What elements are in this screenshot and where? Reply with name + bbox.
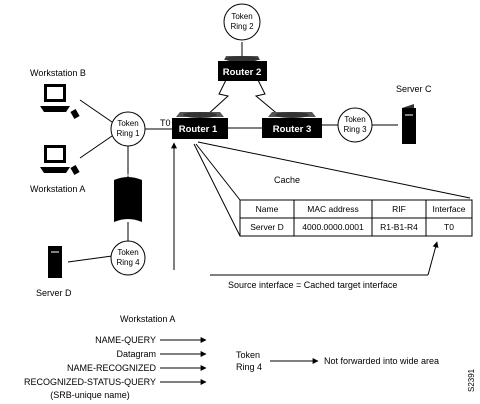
link-wsa-ring1 <box>79 135 113 159</box>
server-c: Server C <box>396 84 432 144</box>
ring-3-line2: Ring 3 <box>343 125 367 134</box>
workstation-b: Workstation B <box>30 68 86 119</box>
cache-header-mac: MAC address <box>307 204 359 214</box>
legend: Workstation A NAME-QUERY Datagram NAME-R… <box>24 314 439 400</box>
router-2-body <box>218 61 267 81</box>
ring-4-line2: Ring 4 <box>116 258 140 267</box>
ring-1-circle <box>110 111 146 147</box>
cache-cell-name: Server D <box>250 222 284 232</box>
bridge-highlight <box>115 174 141 179</box>
token-ring-3: Token Ring 3 <box>337 107 373 143</box>
legend-ring-line1: Token <box>236 350 260 360</box>
workstation-b-mouse-icon <box>70 109 80 119</box>
router-1-body <box>172 118 228 139</box>
legend-result: Not forwarded into wide area <box>324 356 439 366</box>
connections <box>67 42 471 276</box>
ring-1-line2: Ring 1 <box>116 129 140 138</box>
link-router1-cache-top <box>197 141 471 199</box>
server-d-label: Server D <box>36 288 72 298</box>
cache-title: Cache <box>274 175 300 185</box>
router-1-label: Router 1 <box>179 124 218 135</box>
bridge <box>114 174 142 222</box>
cache-header-name: Name <box>256 204 279 214</box>
router-3-body <box>262 118 322 138</box>
bridge-icon <box>114 177 142 222</box>
legend-title: Workstation A <box>120 314 175 324</box>
token-ring-1: Token Ring 1 <box>110 111 146 147</box>
arrow-to-interface-cell <box>427 241 439 276</box>
router-3-icon <box>275 112 309 118</box>
token-ring-4: Token Ring 4 <box>110 240 146 276</box>
cache-table: Cache Name MAC address RIF Interface Ser… <box>239 175 473 237</box>
router-2: Router 2 <box>218 56 267 81</box>
link-router2-router1 <box>205 79 230 117</box>
server-d-icon <box>48 246 62 278</box>
workstation-a: Workstation A <box>30 145 85 194</box>
figure-id: S2391 <box>467 368 476 392</box>
link-router2-router3 <box>254 79 281 117</box>
legend-ring-line2: Ring 4 <box>236 362 262 372</box>
cache-cell-mac: 4000.0000.0001 <box>302 222 364 232</box>
cache-header-rif: RIF <box>392 204 406 214</box>
server-d: Server D <box>36 246 72 298</box>
ring-2-line1: Token <box>231 12 252 21</box>
server-c-label: Server C <box>396 84 432 94</box>
token-ring-2: Token Ring 2 <box>223 3 261 41</box>
ring-1-line1: Token <box>117 119 138 128</box>
workstation-a-mouse-icon <box>70 165 80 175</box>
ring-2-line2: Ring 2 <box>230 22 254 31</box>
link-router1-cache-bottom <box>193 143 241 237</box>
workstation-a-screen <box>47 148 63 160</box>
interface-t0-label: T0 <box>160 118 171 128</box>
cache-header-interface: Interface <box>432 204 465 214</box>
legend-msg-name-query: NAME-QUERY <box>95 335 156 345</box>
router-3-label: Router 3 <box>273 124 312 135</box>
ring-4-circle <box>110 240 146 276</box>
ring-2-circle <box>223 3 261 41</box>
workstation-b-keyboard <box>40 106 70 112</box>
ring-3-circle <box>337 107 373 143</box>
link-router1-cache-left <box>195 143 241 201</box>
link-wsb-ring1 <box>79 99 113 123</box>
link-ring4-serverd <box>67 255 113 263</box>
router-1: Router 1 <box>172 112 228 139</box>
router-2-icon <box>225 56 259 62</box>
cache-cell-interface: T0 <box>444 222 454 232</box>
cache-cell-rif: R1-B1-R4 <box>380 222 418 232</box>
workstation-b-screen <box>47 87 63 99</box>
legend-msg-datagram: Datagram <box>116 349 156 359</box>
router-2-label: Router 2 <box>223 67 262 78</box>
source-interface-note: Source interface = Cached target interfa… <box>228 280 397 290</box>
workstation-a-label: Workstation A <box>30 184 85 194</box>
server-c-icon <box>402 108 416 144</box>
workstation-b-label: Workstation B <box>30 68 86 78</box>
workstation-a-keyboard <box>40 167 70 173</box>
ring-4-line1: Token <box>117 248 138 257</box>
router-3: Router 3 <box>262 112 322 138</box>
router-1-icon <box>183 112 217 118</box>
legend-msg-name-recognized: NAME-RECOGNIZED <box>67 363 157 373</box>
legend-msg-recognized-status-query: RECOGNIZED-STATUS-QUERY <box>24 377 156 387</box>
ring-3-line1: Token <box>344 115 365 124</box>
legend-sub-note: (SRB-unique name) <box>50 390 130 400</box>
